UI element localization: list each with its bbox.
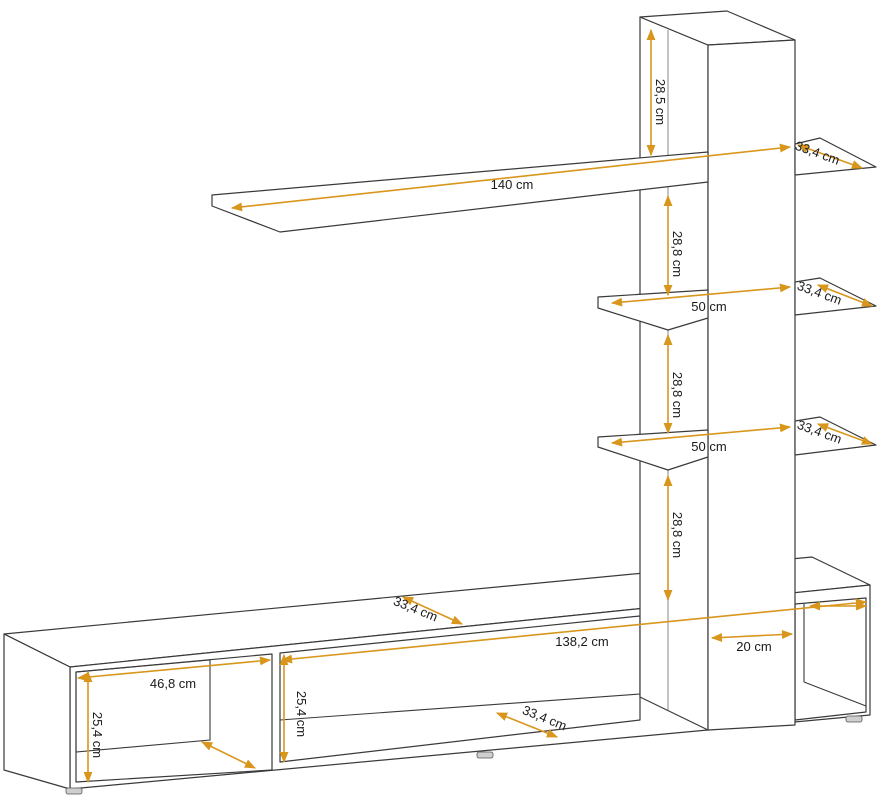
dim-top-shelf-depth: [796, 144, 864, 169]
dim-mid-shelf-2-width: [610, 423, 792, 447]
dim-tower-width: [710, 630, 794, 642]
label-left-comp-width: 46,8 cm: [150, 676, 196, 691]
dim-left-comp-width: [76, 656, 272, 682]
dimension-lines: [76, 28, 874, 784]
label-mid-shelf-2-width: 50 cm: [691, 439, 726, 454]
right-compartment-floor: [803, 681, 867, 707]
label-top-shelf-width: 140 cm: [491, 177, 534, 192]
dim-mid-comp-depth: [495, 712, 559, 738]
dim-mid-shelf-2-depth: [816, 423, 874, 445]
dimension-labels: 28,5 cm 140 cm 33,4 cm 28,8 cm 50 cm 33,…: [90, 79, 844, 758]
label-mid-shelf-1-width: 50 cm: [691, 299, 726, 314]
dim-base-width: [280, 598, 868, 664]
label-tower-top-gap: 28,5 cm: [653, 79, 668, 125]
label-tower-gap-3: 28,8 cm: [670, 512, 685, 558]
dim-mid-shelf-1-width: [610, 283, 792, 307]
label-tower-gap-1: 28,8 cm: [670, 231, 685, 277]
dim-top-shelf-width: [230, 143, 792, 212]
label-tower-gap-2: 28,8 cm: [670, 372, 685, 418]
label-base-width: 138,2 cm: [555, 634, 608, 649]
foot-middle: [476, 751, 494, 759]
tower-front-panel: [707, 39, 796, 731]
foot-left: [65, 787, 83, 795]
foot-right: [845, 715, 863, 723]
dim-mid-shelf-1-depth: [816, 284, 874, 307]
label-left-comp-height: 25,4 cm: [90, 712, 105, 758]
label-tower-width: 20 cm: [736, 639, 771, 654]
dim-left-comp-depth: [200, 741, 257, 769]
middle-compartment-shelf: [279, 693, 641, 721]
label-mid-comp-height: 25,4 cm: [294, 691, 309, 737]
